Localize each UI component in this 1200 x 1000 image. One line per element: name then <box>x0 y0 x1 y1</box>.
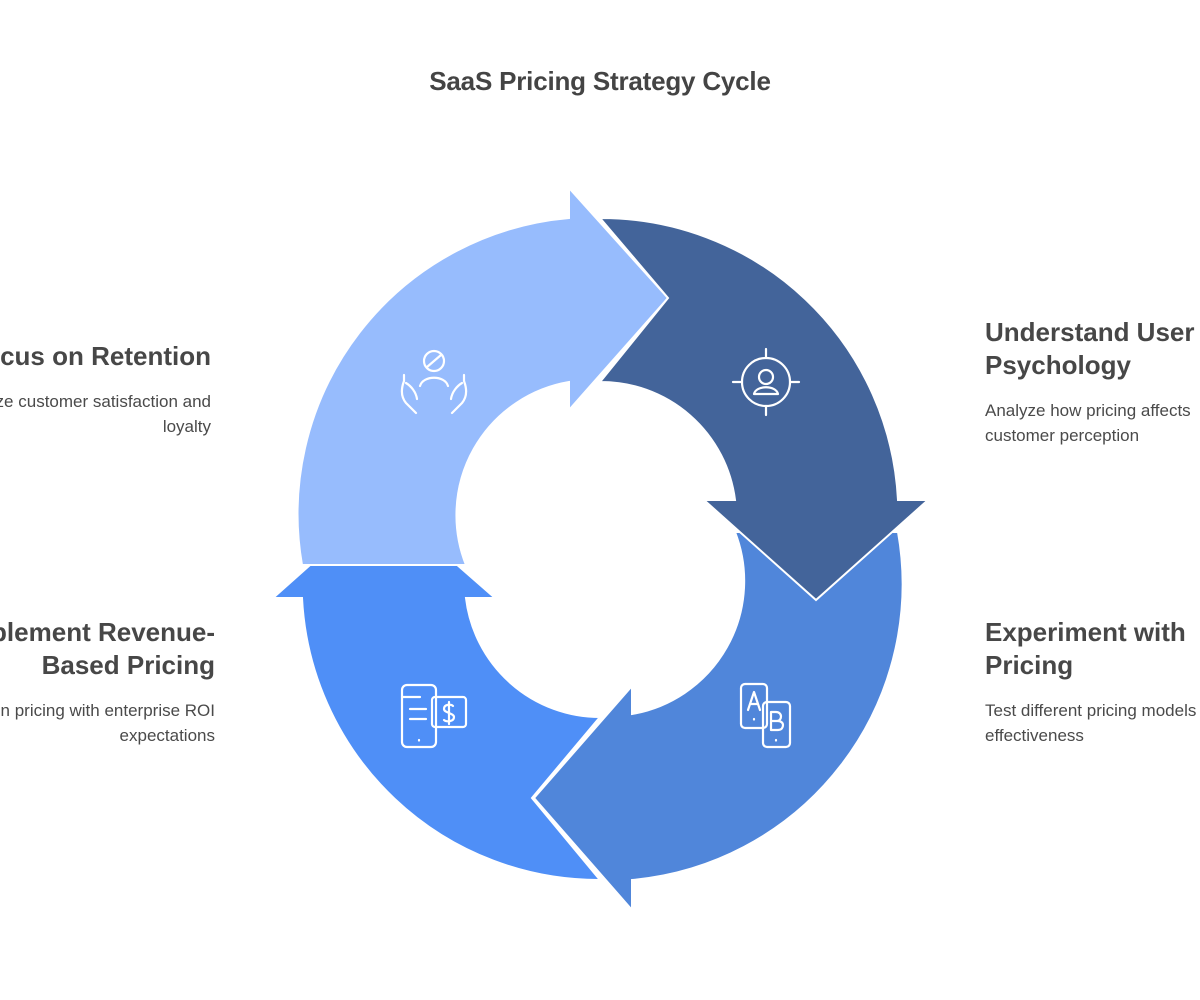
step-retention: Focus on Retention Prioritize customer s… <box>0 340 211 439</box>
target-user-icon <box>731 347 801 417</box>
step-psychology: Understand User Psychology Analyze how p… <box>985 316 1200 448</box>
step-experiment: Experiment with Pricing Test different p… <box>985 616 1200 748</box>
step-psychology-description: Analyze how pricing affects customer per… <box>985 401 1191 445</box>
care-hands-person-icon <box>400 349 468 415</box>
ab-test-phones-icon <box>739 682 792 749</box>
step-psychology-heading: Understand User Psychology <box>985 317 1195 380</box>
step-revenue-description: Align pricing with enterprise ROI expect… <box>0 701 215 745</box>
step-revenue: Implement Revenue-Based Pricing Align pr… <box>0 616 215 748</box>
cycle-segment-psychology <box>597 216 931 602</box>
step-retention-description: Prioritize customer satisfaction and loy… <box>0 392 211 436</box>
cycle-segment-experiment <box>532 531 904 913</box>
step-experiment-heading: Experiment with Pricing <box>985 617 1186 680</box>
mobile-payment-icon <box>400 683 468 749</box>
cycle-segment-retention <box>296 185 670 566</box>
diagram-title: SaaS Pricing Strategy Cycle <box>429 66 771 96</box>
step-experiment-description: Test different pricing models for effect… <box>985 701 1200 745</box>
step-retention-heading: Focus on Retention <box>0 341 211 371</box>
step-revenue-heading: Implement Revenue-Based Pricing <box>0 617 215 680</box>
